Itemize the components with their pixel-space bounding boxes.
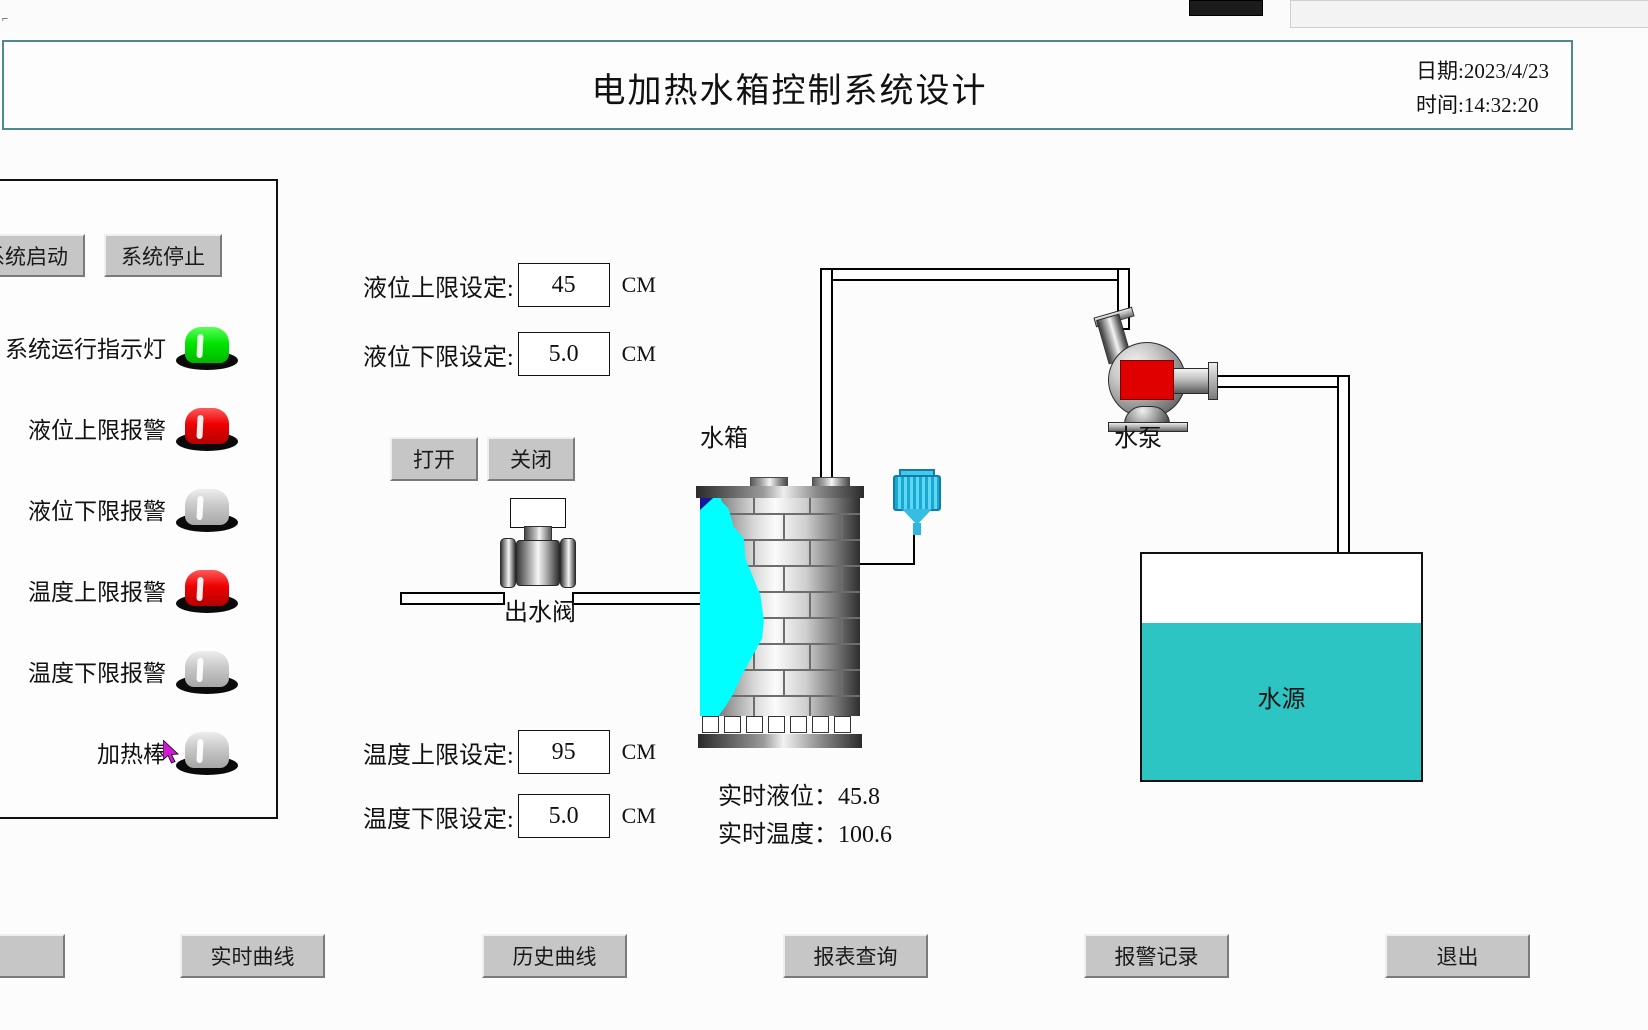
date-text: 日期:2023/4/23 <box>1415 59 1549 83</box>
system-stop-button[interactable]: 系统停止 <box>104 234 222 277</box>
tank-legs <box>702 716 858 734</box>
window-chrome-strip: ⌐ <box>0 0 1648 33</box>
temp-high-setting-row: 温度上限设定: 95 CM <box>363 730 656 774</box>
chrome-input-strip[interactable] <box>1290 0 1648 28</box>
bottom-button-report-query[interactable]: 报表查询 <box>783 934 928 978</box>
tank-base-plate <box>698 734 862 748</box>
tank-shell <box>700 488 860 716</box>
level-high-input[interactable]: 45 <box>517 263 610 307</box>
level-high-setting-row: 液位上限设定: 45 CM <box>363 263 656 307</box>
temp-high-unit: CM <box>621 739 656 764</box>
outlet-valve-icon[interactable] <box>496 498 580 592</box>
temp-low-input[interactable]: 5.0 <box>517 794 610 838</box>
lamp-row-temp-high-alarm: 温度上限报警 <box>0 559 280 621</box>
tank-label: 水箱 <box>700 426 748 452</box>
bottom-button-alarm-record[interactable]: 报警记录 <box>1084 934 1229 978</box>
bottom-button-history-curve[interactable]: 历史曲线 <box>482 934 627 978</box>
header-bar: 电加热水箱控制系统设计 日期:2023/4/23 时间:14:32:20 <box>2 40 1573 130</box>
level-low-setting-row: 液位下限设定: 5.0 CM <box>363 332 656 376</box>
sensor-signal-horizontal <box>860 563 915 565</box>
temp-low-label: 温度下限设定: <box>363 806 514 833</box>
water-pump-label: 水泵 <box>1114 426 1162 452</box>
bottom-button-realtime-curve[interactable]: 实时曲线 <box>180 934 325 978</box>
level-low-alarm-lamp-icon <box>176 486 238 532</box>
temp-low-unit: CM <box>621 803 656 828</box>
level-low-input[interactable]: 5.0 <box>517 332 610 376</box>
lamp-row-heater: 加热棒 <box>0 721 280 783</box>
lamp-row-temp-low-alarm: 温度下限报警 <box>0 640 280 702</box>
level-high-unit: CM <box>621 272 656 297</box>
realtime-level-readout: 实时液位：45.8 <box>718 784 880 810</box>
chrome-corner-mark: ⌐ <box>2 13 9 25</box>
chrome-dark-block <box>1189 0 1263 16</box>
lamp-row-level-low-alarm: 液位下限报警 <box>0 478 280 540</box>
temp-low-alarm-lamp-icon <box>176 648 238 694</box>
pipe-top-horizontal <box>820 268 1130 281</box>
water-source-label: 水源 <box>1257 687 1306 713</box>
temp-high-alarm-lamp-icon <box>176 567 238 613</box>
lamp-label-temp-high-alarm: 温度上限报警 <box>28 580 166 605</box>
level-low-unit: CM <box>621 341 656 366</box>
level-high-label: 液位上限设定: <box>363 275 514 302</box>
datetime-block: 日期:2023/4/23 时间:14:32:20 <box>1416 54 1549 122</box>
water-tank <box>696 486 864 748</box>
temp-high-input[interactable]: 95 <box>517 730 610 774</box>
bottom-button-exit[interactable]: 退出 <box>1385 934 1530 978</box>
lamp-row-level-high-alarm: 液位上限报警 <box>0 397 280 459</box>
pipe-outlet-left <box>400 592 505 605</box>
valve-open-button[interactable]: 打开 <box>390 437 478 481</box>
bottom-button-0[interactable] <box>0 934 65 978</box>
lamp-label-level-low-alarm: 液位下限报警 <box>28 499 166 524</box>
lamp-label-heater: 加热棒 <box>97 742 166 767</box>
time-text: 时间:14:32:20 <box>1415 93 1539 117</box>
lamp-label-run-indicator: 系统运行指示灯 <box>5 337 166 362</box>
level-low-label: 液位下限设定: <box>363 344 514 371</box>
run-indicator-lamp-icon <box>176 324 238 370</box>
water-source-reservoir: 水源 <box>1140 552 1423 782</box>
temp-high-label: 温度上限设定: <box>363 742 514 769</box>
realtime-temperature-readout: 实时温度：100.6 <box>718 822 892 848</box>
tank-top-rim <box>696 486 864 498</box>
lamp-label-level-high-alarm: 液位上限报警 <box>28 418 166 443</box>
page-title: 电加热水箱控制系统设计 <box>591 72 988 110</box>
heater-lamp-icon <box>176 729 238 775</box>
source-water-fill <box>1142 623 1421 780</box>
level-high-alarm-lamp-icon <box>176 405 238 451</box>
temp-low-setting-row: 温度下限设定: 5.0 CM <box>363 794 656 838</box>
pipe-tank-riser <box>820 268 833 498</box>
control-panel: 系统启动 系统停止 系统运行指示灯 液位上限报警 液位下限报警 温度上限报警 <box>0 179 278 819</box>
outlet-valve-label: 出水阀 <box>504 600 576 626</box>
valve-close-button[interactable]: 关闭 <box>487 437 575 481</box>
sensor-signal-vertical <box>913 535 915 565</box>
lamp-row-run-indicator: 系统运行指示灯 <box>0 316 280 378</box>
water-pump-icon[interactable] <box>1093 306 1228 432</box>
system-start-button[interactable]: 系统启动 <box>0 234 85 277</box>
level-sensor-icon <box>893 469 941 535</box>
lamp-label-temp-low-alarm: 温度下限报警 <box>28 661 166 686</box>
